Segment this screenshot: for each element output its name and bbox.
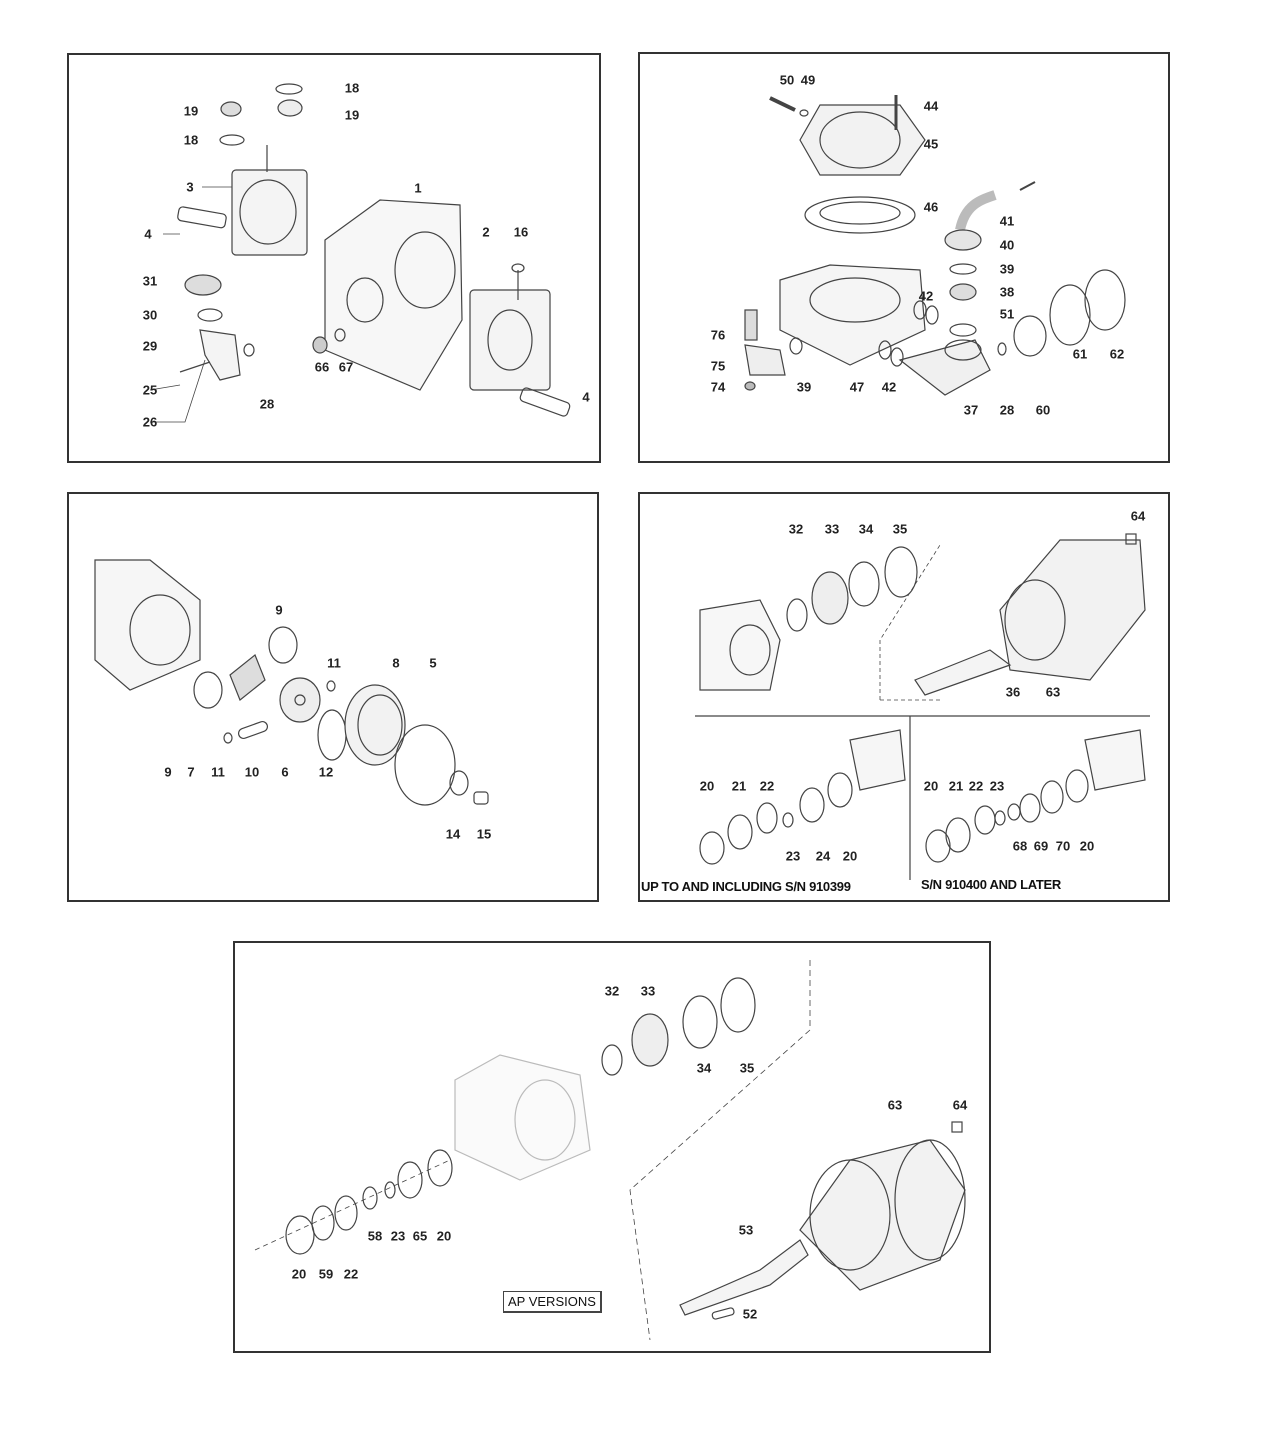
part-number-label: 4 [144,226,152,242]
part-number-label: 1 [414,180,422,196]
part-number-label: 40 [999,237,1015,253]
part-number-label: 39 [999,261,1015,277]
part-number-label: 22 [968,778,984,794]
part-number-label: 18 [183,132,199,148]
part-number-label: 58 [367,1228,383,1244]
part-number-label: 2 [482,224,490,240]
part-number-label: 21 [948,778,964,794]
part-number-label: 45 [923,136,939,152]
part-number-label: 24 [815,848,831,864]
part-number-label: 20 [699,778,715,794]
part-number-label: 7 [187,764,195,780]
part-number-label: 11 [327,655,341,671]
caption-early-serial: UP TO AND INCLUDING S/N 910399 [641,879,851,894]
part-number-label: 3 [186,179,194,195]
part-number-label: 29 [142,338,158,354]
part-number-label: 34 [858,521,874,537]
part-number-label: 66 [314,359,330,375]
part-number-label: 33 [640,983,656,999]
part-number-label: 36 [1005,684,1021,700]
part-number-label: 62 [1109,346,1125,362]
part-number-label: 20 [842,848,858,864]
part-number-label: 5 [429,655,437,671]
part-number-label: 63 [887,1097,903,1113]
part-number-label: 20 [291,1266,307,1282]
part-number-label: 26 [142,414,158,430]
part-number-label: 64 [952,1097,968,1113]
part-number-label: 42 [881,379,897,395]
panel-head-manifold [638,52,1170,463]
part-number-label: 53 [738,1222,754,1238]
part-number-label: 23 [390,1228,406,1244]
part-number-label: 30 [142,307,158,323]
part-number-label: 18 [344,80,360,96]
part-number-label: 67 [338,359,354,375]
part-number-label: 14 [445,826,461,842]
part-number-label: 10 [244,764,260,780]
panel-piston-diaphragm [67,492,599,902]
part-number-label: 35 [739,1060,755,1076]
part-number-label: 23 [785,848,801,864]
part-number-label: 19 [344,107,360,123]
part-number-label: 37 [963,402,979,418]
part-number-label: 41 [999,213,1015,229]
part-number-label: 32 [788,521,804,537]
part-number-label: 61 [1072,346,1088,362]
part-number-label: 49 [800,72,816,88]
part-number-label: 23 [989,778,1005,794]
part-number-label: 60 [1035,402,1051,418]
part-number-label: 20 [1079,838,1095,854]
part-number-label: 9 [275,602,283,618]
part-number-label: 59 [318,1266,334,1282]
panel-ap-versions [233,941,991,1353]
part-number-label: 51 [999,306,1015,322]
part-number-label: 25 [142,382,158,398]
part-number-label: 64 [1130,508,1146,524]
part-number-label: 76 [710,327,726,343]
part-number-label: 69 [1033,838,1049,854]
part-number-label: 22 [343,1266,359,1282]
part-number-label: 6 [281,764,289,780]
part-number-label: 38 [999,284,1015,300]
part-number-label: 50 [779,72,795,88]
part-number-label: 9 [164,764,172,780]
part-number-label: 8 [392,655,400,671]
part-number-label: 33 [824,521,840,537]
part-number-label: 39 [796,379,812,395]
part-number-label: 52 [742,1306,758,1322]
part-number-label: 16 [513,224,529,240]
part-number-label: 12 [318,764,334,780]
part-number-label: 47 [849,379,865,395]
part-number-label: 42 [918,288,934,304]
part-number-label: 75 [710,358,726,374]
part-number-label: 20 [923,778,939,794]
part-number-label: 11 [211,764,225,780]
part-number-label: 31 [142,273,158,289]
caption-later-serial: S/N 910400 AND LATER [921,877,1061,892]
part-number-label: 65 [412,1228,428,1244]
part-number-label: 20 [436,1228,452,1244]
part-number-label: 46 [923,199,939,215]
part-number-label: 28 [999,402,1015,418]
part-number-label: 70 [1055,838,1071,854]
part-number-label: 32 [604,983,620,999]
part-number-label: 35 [892,521,908,537]
part-number-label: 44 [923,98,939,114]
part-number-label: 74 [710,379,726,395]
part-number-label: 21 [731,778,747,794]
part-number-label: 63 [1045,684,1061,700]
part-number-label: 22 [759,778,775,794]
part-number-label: 19 [183,103,199,119]
part-number-label: 68 [1012,838,1028,854]
caption-ap-versions: AP VERSIONS [503,1291,602,1313]
part-number-label: 15 [476,826,492,842]
part-number-label: 28 [259,396,275,412]
part-number-label: 34 [696,1060,712,1076]
part-number-label: 4 [582,389,590,405]
panel-pump-body-valves [67,53,601,463]
